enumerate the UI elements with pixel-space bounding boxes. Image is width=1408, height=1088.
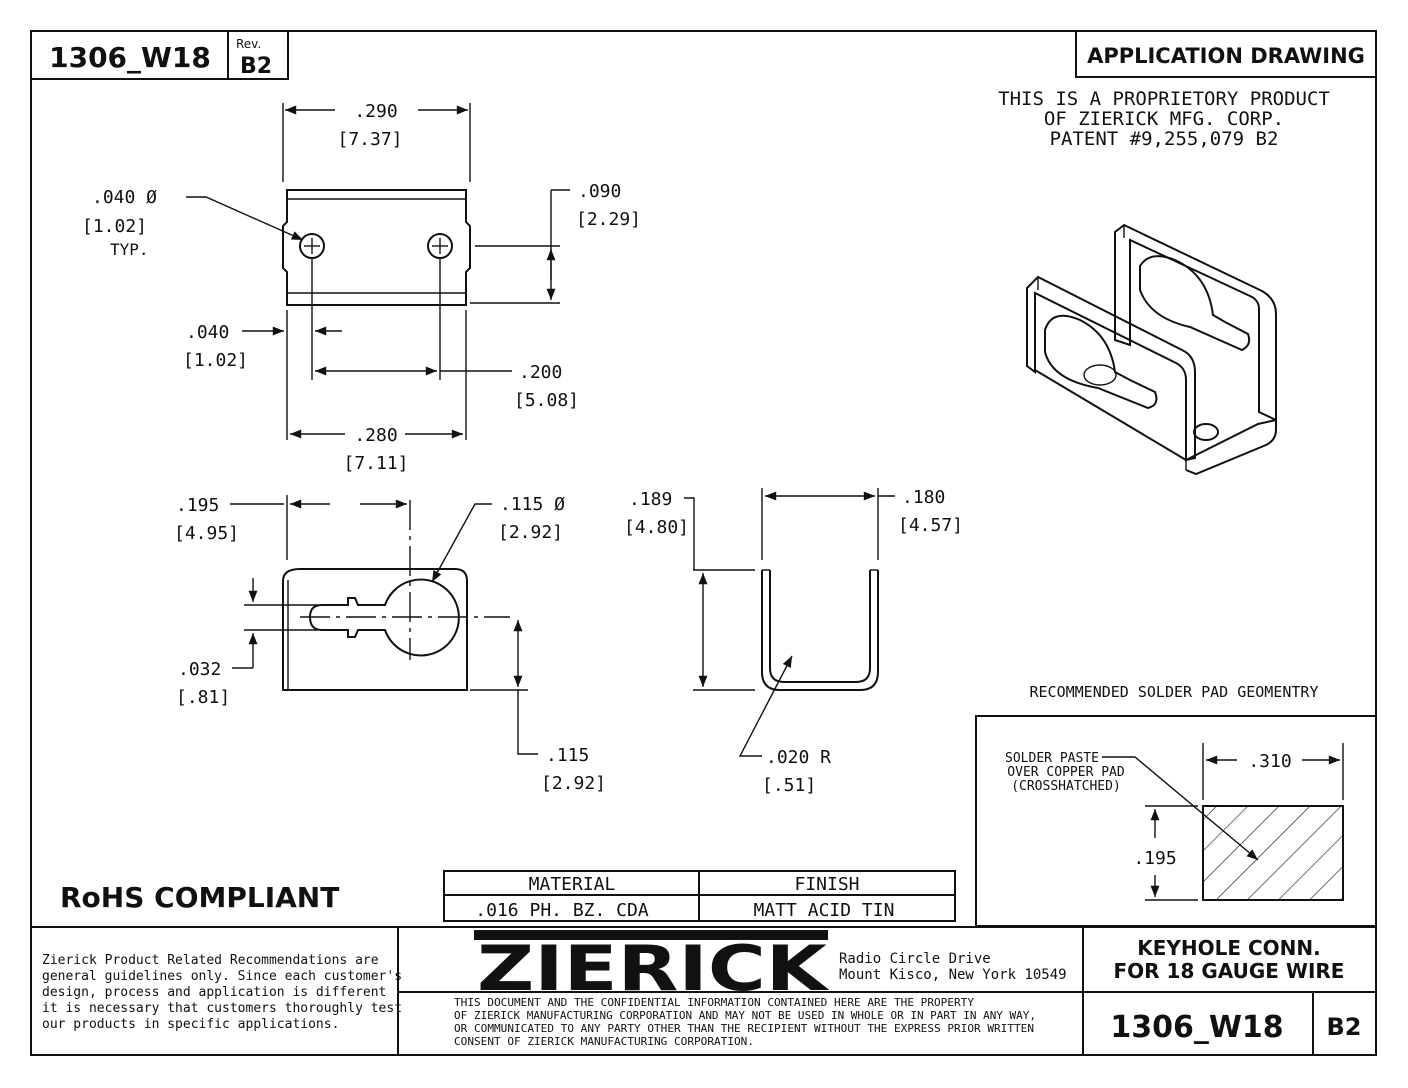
svg-text:THIS IS A PROPRIETORY PRODUCT: THIS IS A PROPRIETORY PRODUCT [998,88,1330,110]
end-view-dimensions: .180 [4.57] .189 [4.80] .020 R [.51] [624,487,963,796]
dim-020r: .020 R [766,747,831,768]
dim-115-mm: [2.92] [541,773,606,794]
part-number: 1306_W18 [49,41,211,74]
dim-090: .090 [578,181,621,202]
address-line-1: Radio Circle Drive [839,951,991,967]
material-finish-table: MATERIAL FINISH .016 PH. BZ. CDA MATT AC… [443,870,956,922]
dim-180-mm: [4.57] [898,515,963,536]
address-line-2: Mount Kisco, New York 10549 [839,967,1067,983]
svg-text:it is necessary that customers: it is necessary that customers thoroughl… [42,1001,402,1016]
dim-180: .180 [902,487,945,508]
dim-200: .200 [519,362,562,383]
pad-width: .310 [1248,751,1291,772]
svg-text:general guidelines only. Since: general guidelines only. Since each cust… [42,969,402,984]
dim-020r-mm: [.51] [762,775,816,796]
dim-032-mm: [.81] [176,687,230,708]
svg-text:ZIERICK: ZIERICK [477,932,829,1005]
side-view [282,500,510,691]
dim-195-mm: [4.95] [174,523,239,544]
zierick-logo: ZIERICK [474,930,829,1005]
dim-290: .290 [354,101,397,122]
svg-text:Zierick Product Related Recomm: Zierick Product Related Recommendations … [42,953,379,968]
solder-pad-hatched [1202,805,1344,901]
dim-189: .189 [629,489,672,510]
description-line-2: FOR 18 GAUGE WIRE [1114,959,1345,983]
dim-032: .032 [178,659,221,680]
sheet-border [30,30,1377,1056]
rev-label: Rev. [236,37,261,51]
dim-040: .040 [186,322,229,343]
proprietary-note: THIS IS A PROPRIETORY PRODUCT OF ZIERICK… [998,88,1330,150]
dim-290-mm: [7.37] [337,129,402,150]
dim-200-mm: [5.08] [514,390,579,411]
dim-115: .115 [546,745,589,766]
end-view [761,569,879,691]
svg-text:our products in specific appli: our products in specific applications. [42,1017,339,1032]
svg-text:OF ZIERICK MANUFACTURING CORPO: OF ZIERICK MANUFACTURING CORPORATION AND… [454,1009,1036,1022]
top-view-dimensions: .290 [7.37] .040 Ø [1.02] TYP. .090 [2.2… [82,101,641,474]
dim-040-mm: [1.02] [183,350,248,371]
material-value: .016 PH. BZ. CDA [475,900,649,921]
svg-text:(CROSSHATCHED): (CROSSHATCHED) [1011,779,1121,794]
finish-value: MATT ACID TIN [754,900,895,921]
typ-label: TYP. [110,240,149,259]
material-header: MATERIAL [529,874,616,895]
solder-pad-title: RECOMMENDED SOLDER PAD GEOMENTRY [1030,683,1319,701]
pad-height: .195 [1133,848,1176,869]
svg-text:OVER COPPER PAD: OVER COPPER PAD [1007,765,1125,780]
dim-040-hole: .040 Ø [92,187,157,208]
top-view [282,189,471,306]
svg-text:PATENT #9,255,079 B2: PATENT #9,255,079 B2 [1050,128,1279,150]
solder-pad-box: SOLDER PASTE OVER COPPER PAD (CROSSHATCH… [975,715,1377,927]
svg-text:CONSENT OF ZIERICK MANUFACTURI: CONSENT OF ZIERICK MANUFACTURING CORPORA… [454,1035,754,1048]
dim-195: .195 [176,495,219,516]
doc-type: APPLICATION DRAWING [1087,44,1365,68]
dim-280-mm: [7.11] [343,453,408,474]
svg-text:design, process and applicatio: design, process and application is diffe… [42,985,386,1000]
dim-040-hole-mm: [1.02] [82,216,147,237]
part-number-box: 1306_W18 Rev. B2 [30,30,289,80]
dim-189-mm: [4.80] [624,517,689,538]
dim-280: .280 [354,425,397,446]
rohs-label: RoHS COMPLIANT [60,881,339,914]
rev-value: B2 [240,54,272,79]
svg-text:OR COMMUNICATED TO ANY PARTY O: OR COMMUNICATED TO ANY PARTY OTHER THAN … [454,1022,1034,1035]
svg-text:THIS DOCUMENT AND THE CONFIDEN: THIS DOCUMENT AND THE CONFIDENTIAL INFOR… [454,996,974,1009]
dim-115-dia-mm: [2.92] [498,522,563,543]
svg-text:OF ZIERICK MFG. CORP.: OF ZIERICK MFG. CORP. [1044,108,1284,130]
bottom-title-block: Zierick Product Related Recommendations … [31,926,1376,1055]
isometric-view [1026,223,1277,476]
finish-header: FINISH [794,874,859,895]
svg-text:SOLDER PASTE: SOLDER PASTE [1005,751,1099,766]
dim-115-dia: .115 Ø [500,494,565,515]
side-view-dimensions: .195 [4.95] .115 Ø [2.92] .032 [.81] .11… [174,494,606,794]
rev-bottom: B2 [1327,1013,1362,1041]
part-number-bottom: 1306_W18 [1110,1010,1283,1045]
dim-090-mm: [2.29] [576,209,641,230]
doc-type-box: APPLICATION DRAWING [1075,30,1377,78]
description-line-1: KEYHOLE CONN. [1137,936,1321,960]
